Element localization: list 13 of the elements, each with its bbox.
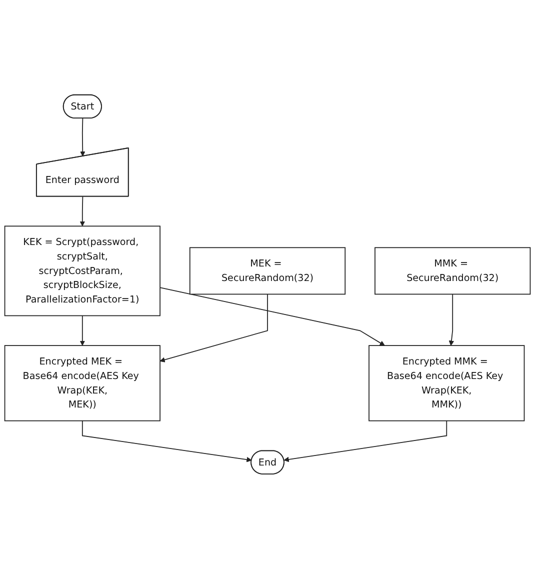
arrow — [82, 420, 252, 462]
node-box: KEK = Scrypt(password, scryptSalt, scryptCostParam, scryptBlockSize, ParallelizationFactor=1) — [4, 226, 160, 316]
node-box: Encrypted MMK = Base64 encode(AES Key Wrap(KEK, MMK)) — [368, 345, 525, 422]
node-box: MMK = SecureRandom(32) — [374, 247, 531, 295]
arrow — [160, 294, 268, 362]
node-box: Encrypted MEK = Base64 encode(AES Key Wrap(KEK, MEK)) — [4, 345, 160, 422]
arrow — [284, 420, 448, 462]
arrow — [80, 196, 86, 227]
arrow — [160, 287, 385, 346]
node-box: MEK = SecureRandom(32) — [189, 247, 346, 295]
arrow — [448, 294, 454, 346]
arrow — [80, 315, 86, 346]
arrow — [80, 118, 86, 157]
